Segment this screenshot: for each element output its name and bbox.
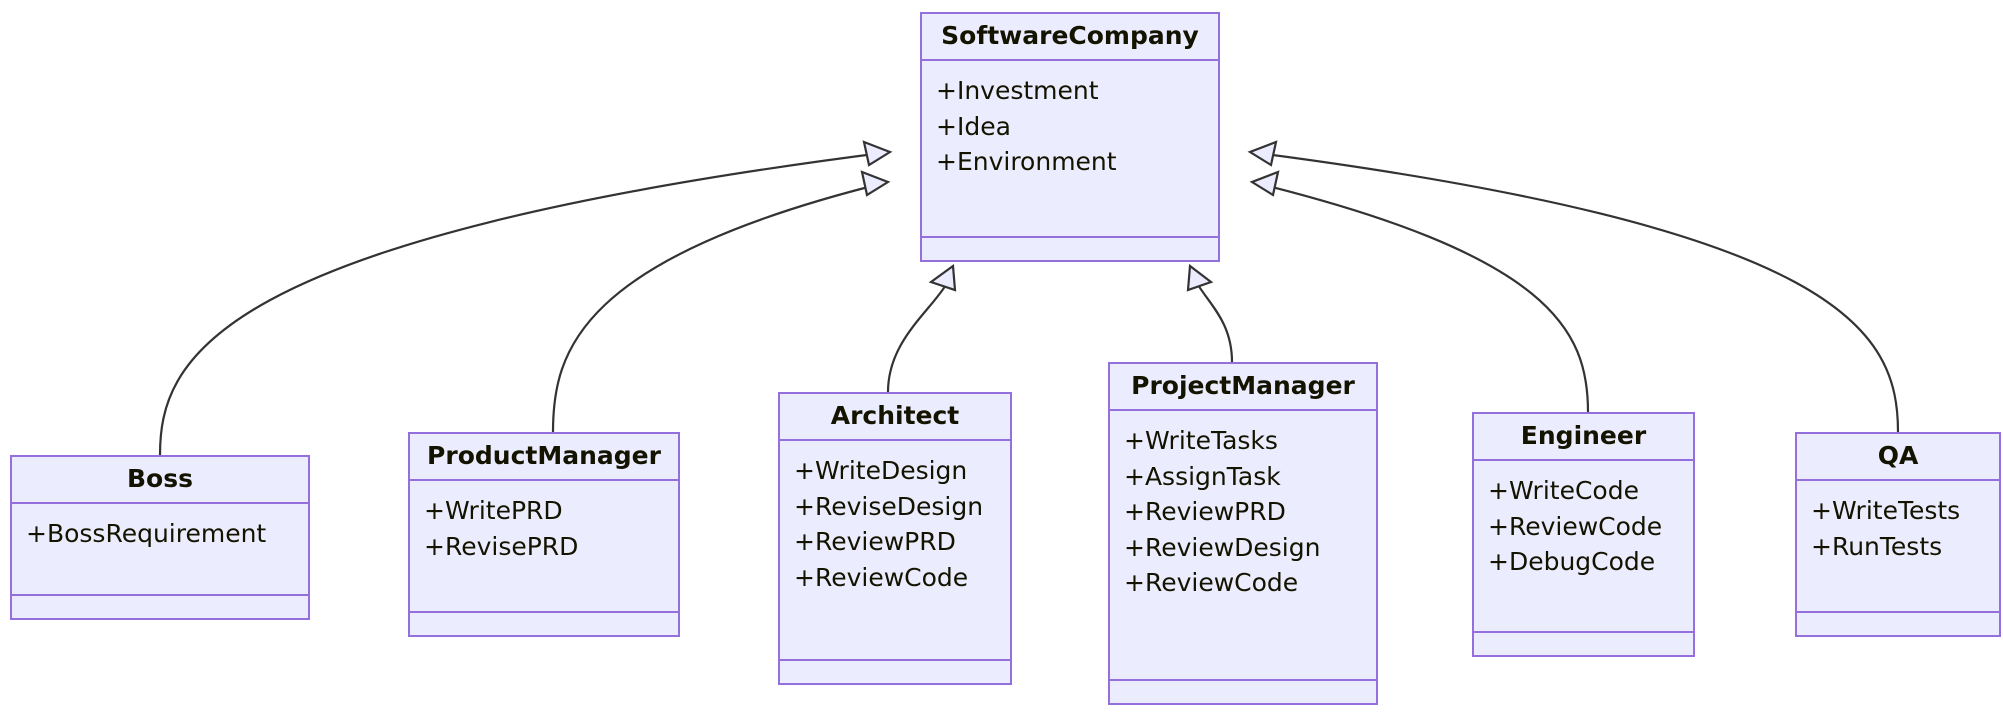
- class-attributes-architect: +WriteDesign +ReviseDesign +ReviewPRD +R…: [780, 441, 1010, 661]
- class-attribute: +RunTests: [1811, 531, 1943, 561]
- class-attribute: +ReviewCode: [1124, 568, 1299, 597]
- class-attribute: +AssignTask: [1124, 461, 1281, 491]
- class-node-architect[interactable]: Architect +WriteDesign +ReviseDesign +Re…: [778, 392, 1012, 685]
- class-node-productmanager[interactable]: ProductManager +WritePRD +RevisePRD: [408, 432, 680, 637]
- class-attribute: +BossRequirement: [26, 519, 267, 548]
- class-attribute: +Investment: [936, 76, 1099, 105]
- class-node-engineer[interactable]: Engineer +WriteCode +ReviewCode +DebugCo…: [1472, 412, 1695, 657]
- class-title-projectmanager: ProjectManager: [1110, 364, 1376, 411]
- edge-architect-to-softwarecompany: [886, 263, 957, 393]
- class-methods-engineer: [1474, 633, 1693, 655]
- class-methods-projectmanager: [1110, 681, 1376, 703]
- class-attribute: +ReviseDesign: [794, 491, 984, 521]
- class-node-softwarecompany[interactable]: SoftwareCompany +Investment +Idea +Envir…: [920, 12, 1220, 262]
- class-attribute: +Idea: [936, 111, 1011, 141]
- class-attribute: +Environment: [936, 147, 1117, 176]
- class-attribute: +WriteCode: [1488, 476, 1639, 505]
- class-title-softwarecompany: SoftwareCompany: [922, 14, 1218, 61]
- class-node-projectmanager[interactable]: ProjectManager +WriteTasks +AssignTask +…: [1108, 362, 1378, 705]
- class-methods-qa: [1797, 613, 1999, 635]
- class-title-architect: Architect: [780, 394, 1010, 441]
- class-attribute: +ReviewPRD: [794, 527, 956, 556]
- class-attributes-productmanager: +WritePRD +RevisePRD: [410, 481, 678, 613]
- class-methods-productmanager: [410, 613, 678, 635]
- class-attribute: +DebugCode: [1488, 547, 1656, 576]
- class-methods-boss: [12, 596, 308, 618]
- class-title-boss: Boss: [12, 457, 308, 504]
- class-attribute: +ReviewCode: [1488, 511, 1663, 541]
- class-attribute: +WriteDesign: [794, 456, 968, 485]
- class-attribute: +ReviewDesign: [1124, 532, 1321, 562]
- class-methods-softwarecompany: [922, 238, 1218, 260]
- class-attributes-boss: +BossRequirement: [12, 504, 308, 596]
- class-attribute: +WriteTasks: [1124, 426, 1278, 455]
- class-attributes-softwarecompany: +Investment +Idea +Environment: [922, 61, 1218, 238]
- edge-projectmanager-to-softwarecompany: [1186, 263, 1234, 363]
- class-attribute: +WritePRD: [424, 496, 563, 525]
- class-attributes-projectmanager: +WriteTasks +AssignTask +ReviewPRD +Revi…: [1110, 411, 1376, 681]
- class-attribute: +ReviewCode: [794, 562, 969, 592]
- class-title-qa: QA: [1797, 434, 1999, 481]
- class-node-qa[interactable]: QA +WriteTests +RunTests: [1795, 432, 2001, 637]
- class-attributes-engineer: +WriteCode +ReviewCode +DebugCode: [1474, 461, 1693, 633]
- class-attribute: +RevisePRD: [424, 531, 579, 561]
- class-attribute: +ReviewPRD: [1124, 497, 1286, 526]
- class-node-boss[interactable]: Boss +BossRequirement: [10, 455, 310, 620]
- class-title-engineer: Engineer: [1474, 414, 1693, 461]
- class-attribute: +WriteTests: [1811, 496, 1961, 525]
- class-attributes-qa: +WriteTests +RunTests: [1797, 481, 1999, 613]
- class-title-productmanager: ProductManager: [410, 434, 678, 481]
- class-methods-architect: [780, 661, 1010, 683]
